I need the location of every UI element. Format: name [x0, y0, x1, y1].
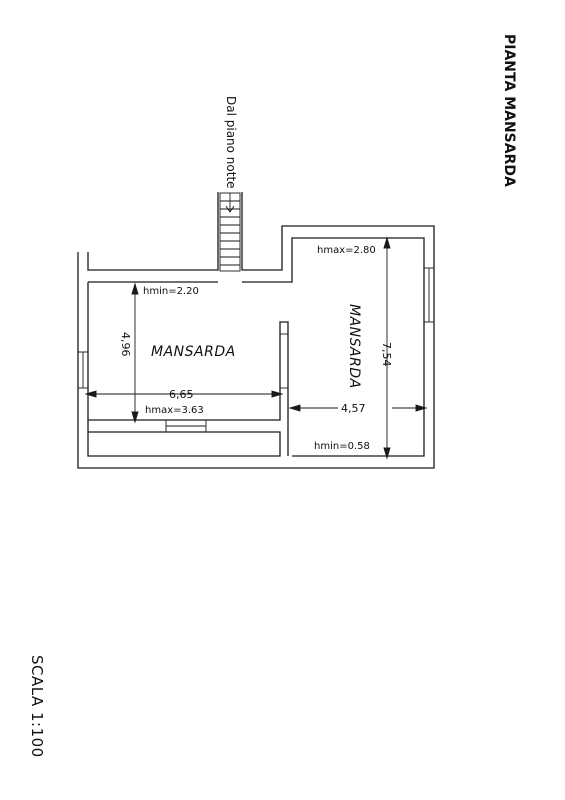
dimension-left-depth: 4,96 — [119, 332, 132, 357]
dimension-right-width: 4,57 — [341, 402, 366, 415]
windows — [77, 267, 435, 433]
dimension-lines — [84, 236, 428, 460]
dimension-right-depth: 7,54 — [380, 342, 393, 367]
stair-note: Dal piano notte — [224, 96, 238, 189]
room-label-left: MANSARDA — [151, 344, 236, 360]
height-label-hmin-left: hmin=2.20 — [143, 286, 199, 297]
height-label-hmin-right: hmin=0.58 — [314, 441, 370, 452]
exterior-walls — [77, 192, 435, 469]
stair — [219, 192, 241, 272]
height-label-hmax-right: hmax=2.80 — [317, 245, 376, 256]
scale-label: SCALA 1:100 — [28, 655, 46, 758]
dimension-left-width: 6,65 — [169, 388, 194, 401]
height-label-hmax-left: hmax=3.63 — [145, 405, 204, 416]
plan-title: PIANTA MANSARDA — [501, 34, 517, 187]
room-label-right: MANSARDA — [346, 304, 362, 389]
